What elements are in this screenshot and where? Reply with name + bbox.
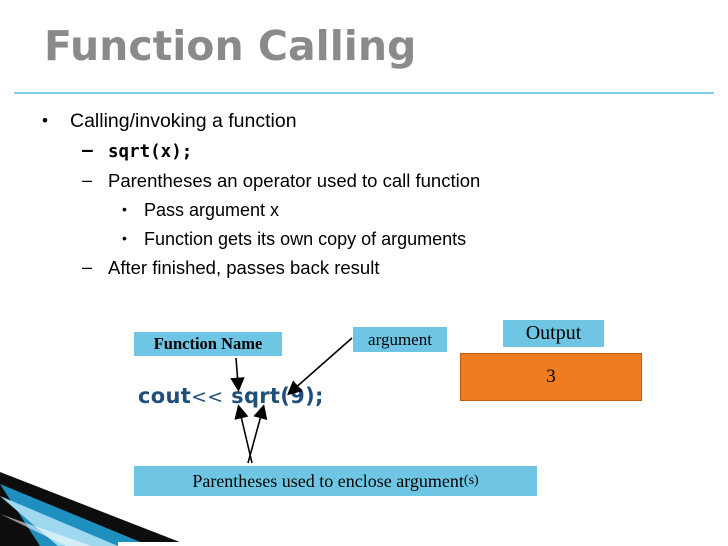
list-item-label: Function gets its own copy of arguments — [144, 229, 467, 249]
dash-marker-icon: – — [82, 140, 93, 161]
title-underline-divider — [14, 92, 714, 94]
slide-decoration — [0, 462, 728, 546]
dash-marker-icon: – — [82, 170, 93, 190]
parentheses-callout-suffix: (s) — [463, 473, 479, 488]
code-stream-operator: << — [191, 386, 224, 408]
diagram-arrows — [230, 337, 353, 464]
parentheses-callout-label: Parentheses used to enclose argument — [192, 470, 464, 491]
list-item: • Calling/invoking a function — [36, 108, 696, 134]
list-item-label: Parentheses an operator used to call fun… — [108, 170, 481, 191]
bullet-marker-icon: • — [122, 201, 127, 217]
list-item: • Pass argument x — [36, 197, 696, 223]
list-item: – Parentheses an operator used to call f… — [36, 168, 696, 194]
list-item-label: After finished, passes back result — [108, 257, 380, 278]
bullet-marker-icon: • — [42, 111, 48, 130]
decoration-shapes — [0, 472, 728, 546]
argument-callout: argument — [353, 327, 447, 352]
list-item-label: sqrt(x); — [108, 142, 193, 162]
dash-marker-icon: – — [82, 257, 93, 277]
list-item: • Function gets its own copy of argument… — [36, 226, 696, 252]
decoration-baseline — [118, 542, 728, 546]
bullet-marker-icon: • — [122, 230, 127, 246]
list-item: – After finished, passes back result — [36, 255, 696, 281]
list-item-label: Calling/invoking a function — [70, 110, 297, 132]
result-value-box: 3 — [460, 353, 642, 401]
output-callout: Output — [503, 320, 604, 347]
code-sqrt-call: sqrt(9); — [223, 384, 324, 408]
arrow-argument — [286, 337, 353, 396]
list-item: – sqrt(x); — [36, 139, 696, 165]
arrow-parentheses-left — [234, 404, 253, 464]
parentheses-callout: Parentheses used to enclose argument(s) — [134, 466, 537, 496]
list-item-label: Pass argument x — [144, 200, 280, 220]
function-name-callout: Function Name — [134, 332, 282, 356]
bullet-list: • Calling/invoking a function – sqrt(x);… — [36, 108, 696, 284]
page-title: Function Calling — [44, 22, 417, 70]
code-sample: cout<< sqrt(9); — [138, 384, 324, 408]
function-call-diagram: Function Name argument Output 3 Parenthe… — [0, 300, 728, 520]
code-cout-keyword: cout — [138, 384, 192, 408]
arrow-function-name — [230, 357, 245, 392]
decoration-lightblue-wedge — [0, 496, 118, 546]
decoration-white-wedge — [0, 514, 92, 546]
